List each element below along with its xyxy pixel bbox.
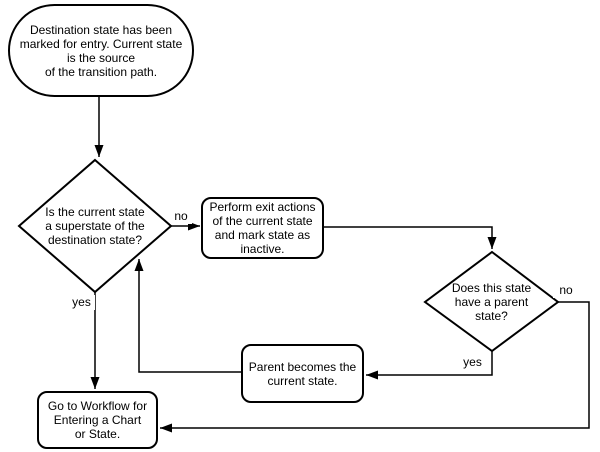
superstate-decision-shape (17, 158, 173, 294)
edge-parent-becomes-to-superstate-decision (134, 259, 242, 373)
goto-workflow-process-shape (37, 391, 158, 449)
start-terminator-shape (8, 4, 194, 97)
edge-exit-actions-to-parent-decision (323, 226, 497, 249)
parent-becomes-process-shape (241, 344, 364, 403)
edge-parent-no-to-goto-workflow (160, 301, 590, 433)
parent-decision-shape (423, 250, 560, 353)
edge-parent-yes-to-parent-becomes (366, 351, 493, 380)
exit-actions-process-shape (201, 197, 324, 259)
